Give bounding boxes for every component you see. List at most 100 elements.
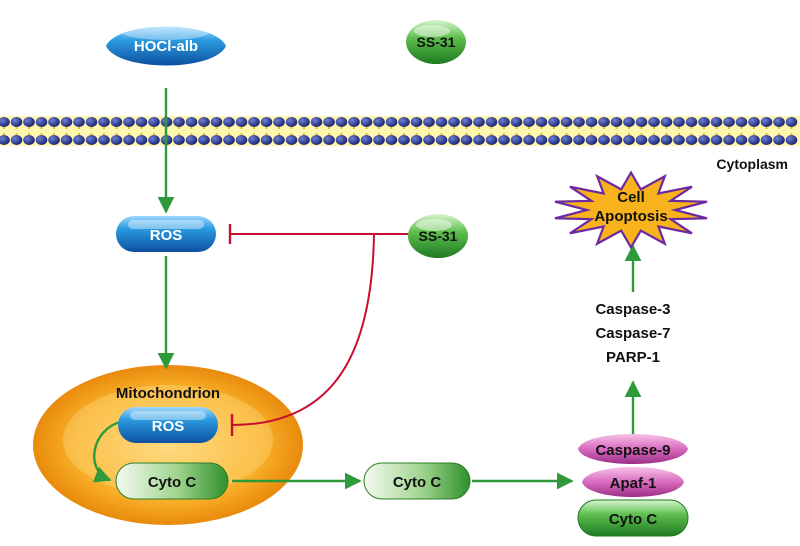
lipid-head xyxy=(335,117,348,127)
lipid-head xyxy=(698,135,710,145)
lipid-head xyxy=(23,117,35,127)
lipid-head xyxy=(260,117,273,127)
cytoc-cytoplasm-label: Cyto C xyxy=(393,474,442,491)
apaf1-label: Apaf-1 xyxy=(610,475,657,492)
connectors xyxy=(92,88,642,490)
ros-cytoplasm-node: ROS xyxy=(116,216,216,252)
cytoc-mitochondrion-node: Cyto C xyxy=(115,462,229,500)
cell-membrane xyxy=(0,116,800,146)
lipid-head xyxy=(735,117,748,127)
lipid-head xyxy=(360,135,373,145)
lipid-head xyxy=(598,117,610,127)
lipid-head xyxy=(60,117,73,127)
lipid-head xyxy=(73,117,85,127)
lipid-head xyxy=(635,135,648,145)
hocl-alb-node: HOCl-alb xyxy=(106,24,226,66)
membrane-heads xyxy=(0,117,798,145)
effectors-list: Caspase-3 Caspase-7 PARP-1 xyxy=(595,301,670,366)
lipid-head xyxy=(710,117,723,127)
lipid-head xyxy=(310,117,323,127)
apoptosis-label-line1: Cell xyxy=(617,189,645,206)
cytoc-mitochondrion-label: Cyto C xyxy=(148,474,197,491)
apoptosome-complex: Cyto C Apaf-1 Caspase-9 xyxy=(577,434,689,537)
lipid-head xyxy=(273,135,285,145)
lipid-head xyxy=(510,117,523,127)
lipid-head xyxy=(185,117,198,127)
lipid-head xyxy=(110,117,123,127)
lipid-head xyxy=(85,135,98,145)
lipid-head xyxy=(410,135,423,145)
lipid-head xyxy=(398,117,410,127)
lipid-head xyxy=(235,135,248,145)
lipid-head xyxy=(385,117,398,127)
cytoc-complex-label: Cyto C xyxy=(609,511,658,528)
lipid-head xyxy=(335,135,348,145)
lipid-head xyxy=(685,135,698,145)
lipid-head xyxy=(698,117,710,127)
lipid-head xyxy=(548,117,560,127)
lipid-head xyxy=(535,117,548,127)
lipid-head xyxy=(198,117,210,127)
lipid-head xyxy=(360,117,373,127)
lipid-head xyxy=(98,135,110,145)
lipid-head xyxy=(748,135,760,145)
lipid-head xyxy=(348,135,360,145)
lipid-head xyxy=(148,117,160,127)
lipid-head xyxy=(560,135,573,145)
effector-parp1: PARP-1 xyxy=(606,349,660,366)
lipid-head xyxy=(10,135,23,145)
lipid-head xyxy=(23,135,35,145)
lipid-head xyxy=(435,135,448,145)
lipid-head xyxy=(648,135,660,145)
lipid-head xyxy=(560,117,573,127)
lipid-head xyxy=(285,117,298,127)
lipid-head xyxy=(523,135,535,145)
lipid-head xyxy=(223,117,235,127)
lipid-head xyxy=(723,135,735,145)
lipid-head xyxy=(48,117,60,127)
lipid-head xyxy=(785,117,798,127)
lipid-head xyxy=(48,135,60,145)
lipid-head xyxy=(673,135,685,145)
caspase9-node: Caspase-9 xyxy=(578,434,688,464)
lipid-head xyxy=(348,117,360,127)
lipid-head xyxy=(10,117,23,127)
inhibit-ss31-mito-curve xyxy=(231,233,375,426)
lipid-head xyxy=(735,135,748,145)
lipid-head xyxy=(373,117,385,127)
lipid-head xyxy=(435,117,448,127)
lipid-head xyxy=(548,135,560,145)
lipid-head xyxy=(123,117,135,127)
lipid-head xyxy=(35,135,48,145)
lipid-head xyxy=(623,135,635,145)
lipid-head xyxy=(673,117,685,127)
lipid-head xyxy=(373,135,385,145)
effector-caspase7: Caspase-7 xyxy=(595,325,670,342)
lipid-head xyxy=(610,135,623,145)
lipid-head xyxy=(473,117,485,127)
ss31-top-label: SS-31 xyxy=(417,34,456,50)
effector-caspase3: Caspase-3 xyxy=(595,301,670,318)
lipid-head xyxy=(785,135,798,145)
mitochondrion-label: Mitochondrion xyxy=(116,385,220,402)
ss31-mid-node: SS-31 xyxy=(408,214,468,258)
ros-mitochondrion-node: ROS xyxy=(118,407,218,443)
lipid-head xyxy=(635,117,648,127)
lipid-head xyxy=(73,135,85,145)
hocl-alb-label: HOCl-alb xyxy=(134,38,198,55)
lipid-head xyxy=(98,117,110,127)
apoptosis-label-line2: Apoptosis xyxy=(594,208,667,225)
lipid-head xyxy=(298,135,310,145)
ss31-top-node: SS-31 xyxy=(406,20,466,64)
lipid-head xyxy=(573,117,585,127)
lipid-head xyxy=(498,135,510,145)
lipid-head xyxy=(85,117,98,127)
lipid-head xyxy=(760,117,773,127)
lipid-head xyxy=(323,135,335,145)
lipid-head xyxy=(248,135,260,145)
lipid-head xyxy=(660,135,673,145)
arrow-ros-to-cytoc-curved xyxy=(92,420,121,483)
ros-cytoplasm-label: ROS xyxy=(150,227,183,244)
lipid-head xyxy=(523,117,535,127)
lipid-head xyxy=(473,135,485,145)
